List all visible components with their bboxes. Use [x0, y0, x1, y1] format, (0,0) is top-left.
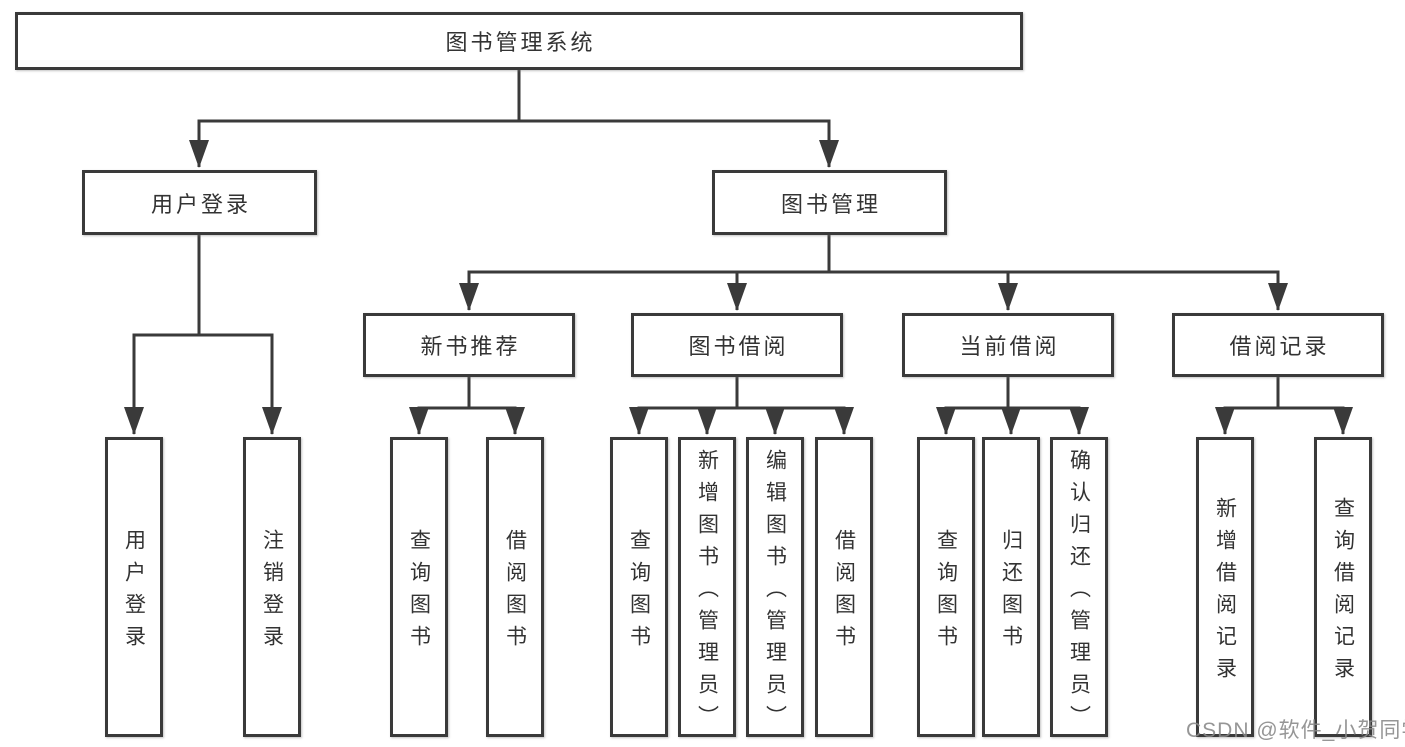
node-book-borrowing: 图书借阅 — [631, 313, 843, 377]
node-label: 当前借阅 — [959, 334, 1060, 359]
node-current-borrowing: 当前借阅 — [902, 313, 1114, 377]
leaf-query-borrow-record: 查询借阅记录 — [1314, 437, 1372, 737]
leaf-borrow-books: 借阅图书 — [815, 437, 873, 737]
node-new-book-recommendation: 新书推荐 — [363, 313, 575, 377]
node-label: 图书管理系统 — [445, 30, 596, 55]
leaf-label: 编辑图书（管理员） — [763, 448, 787, 737]
node-borrowing-records: 借阅记录 — [1172, 313, 1384, 377]
leaf-add-borrow-record: 新增借阅记录 — [1196, 437, 1254, 737]
leaf-label: 归还图书 — [999, 528, 1023, 657]
leaf-label: 查询借阅记录 — [1331, 496, 1355, 689]
leaf-return-books: 归还图书 — [982, 437, 1040, 737]
leaf-label: 注销登录 — [260, 528, 284, 657]
node-book-management: 图书管理 — [712, 170, 947, 235]
node-user-login: 用户登录 — [82, 170, 317, 235]
leaf-logout: 注销登录 — [243, 437, 301, 737]
leaf-label: 查询图书 — [627, 528, 651, 657]
leaf-label: 确认归还（管理员） — [1067, 448, 1091, 737]
node-label: 借阅记录 — [1229, 334, 1330, 359]
leaf-confirm-return-admin: 确认归还（管理员） — [1050, 437, 1108, 737]
node-label: 图书管理 — [780, 191, 881, 217]
leaf-label: 借阅图书 — [832, 528, 856, 657]
leaf-label: 查询图书 — [407, 528, 431, 657]
leaf-label: 用户登录 — [122, 528, 146, 657]
leaf-add-book-admin: 新增图书（管理员） — [678, 437, 736, 737]
csdn-watermark: CSDN @软件_小贺同学 — [1186, 719, 1405, 742]
leaf-recommend-borrow-books: 借阅图书 — [486, 437, 544, 737]
leaf-borrowing-query-books: 查询图书 — [610, 437, 668, 737]
leaf-label: 新增图书（管理员） — [695, 448, 719, 737]
node-label: 图书借阅 — [688, 334, 789, 359]
leaf-label: 新增借阅记录 — [1213, 496, 1237, 689]
leaf-current-query-books: 查询图书 — [917, 437, 975, 737]
leaf-user-login: 用户登录 — [105, 437, 163, 737]
node-label: 用户登录 — [150, 191, 251, 217]
leaf-recommend-query-books: 查询图书 — [390, 437, 448, 737]
leaf-label: 查询图书 — [934, 528, 958, 657]
leaf-label: 借阅图书 — [503, 528, 527, 657]
node-library-management-system: 图书管理系统 — [15, 12, 1023, 70]
node-label: 新书推荐 — [420, 334, 521, 359]
leaf-edit-book-admin: 编辑图书（管理员） — [746, 437, 804, 737]
